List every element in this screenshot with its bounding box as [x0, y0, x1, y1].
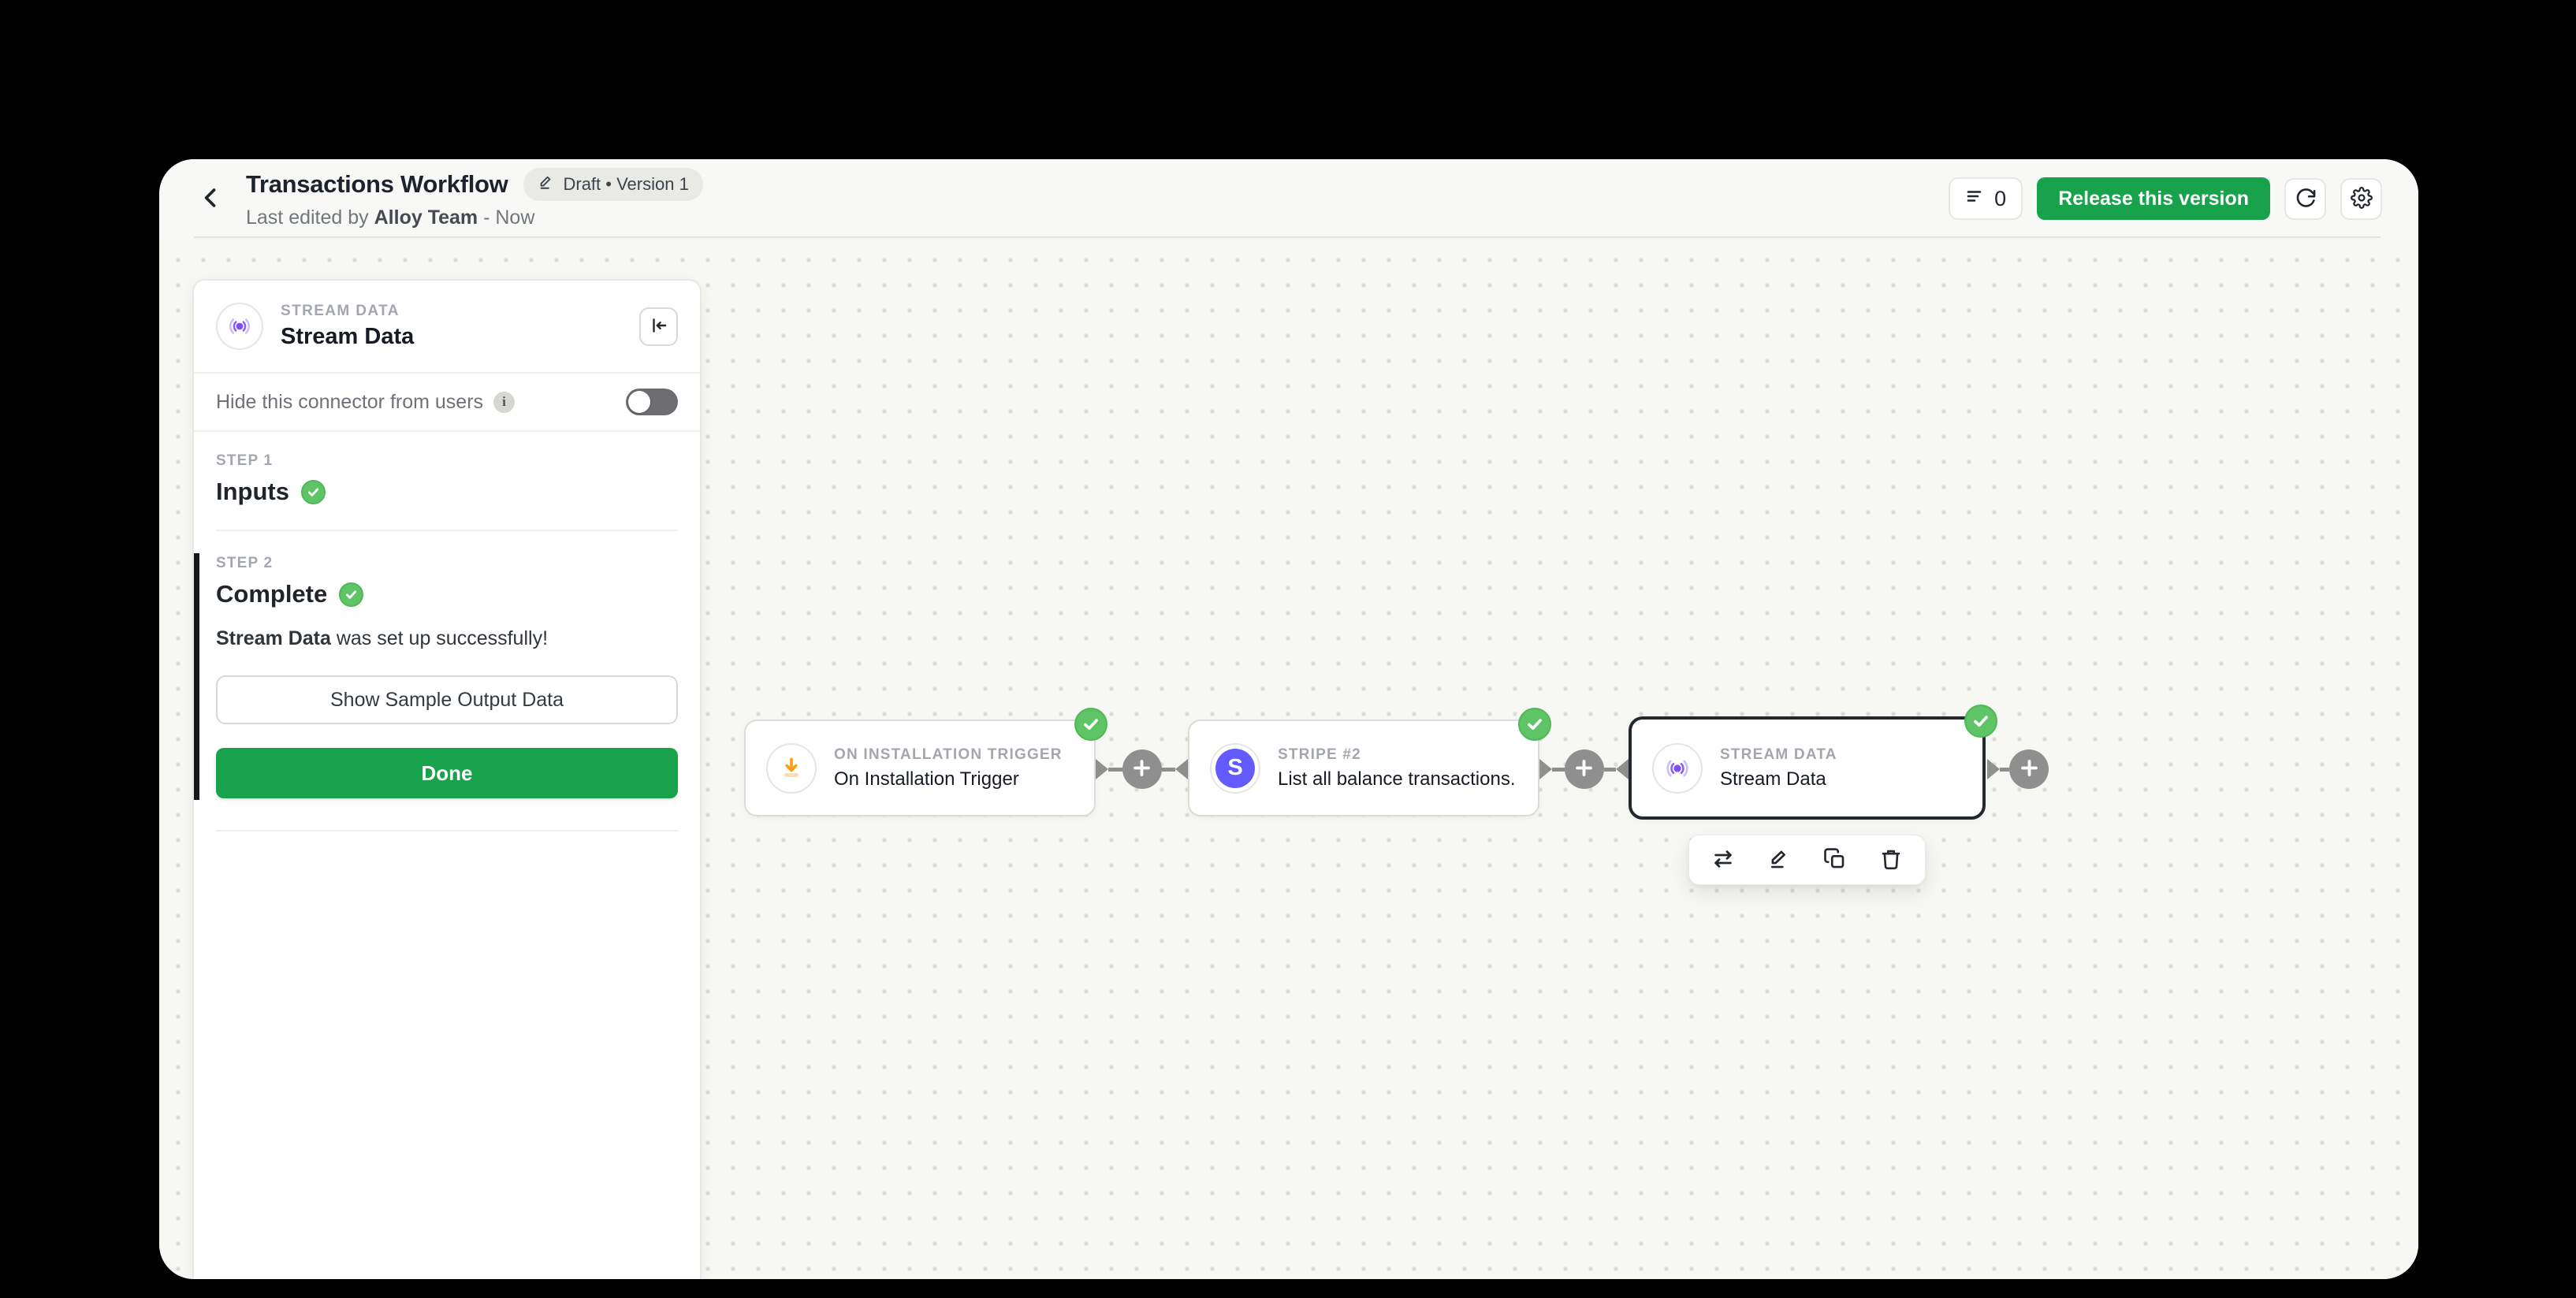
plus-icon [1573, 757, 1595, 781]
node-stripe-2[interactable]: S STRIPE #2 List all balance transaction… [1188, 708, 1551, 816]
node-success-badge [1518, 708, 1551, 741]
edit-node-button[interactable] [1761, 842, 1797, 878]
workflow-title: Transactions Workflow [246, 170, 508, 198]
connector [1539, 749, 1629, 789]
hide-connector-toggle[interactable] [626, 389, 678, 415]
stream-icon [216, 303, 263, 350]
step-name: Inputs [216, 478, 289, 505]
add-step-button[interactable] [2009, 749, 2049, 789]
gear-icon [2350, 186, 2373, 211]
node-name: List all balance transactions. [1278, 768, 1516, 790]
collapse-left-icon [649, 315, 669, 338]
divider [216, 530, 678, 531]
connector [1096, 749, 1188, 789]
stream-icon [1652, 742, 1703, 794]
connector-line [1603, 767, 1616, 772]
swap-arrows-icon [1711, 847, 1735, 873]
connector-cap [1175, 759, 1188, 779]
step-name: Complete [216, 580, 328, 608]
node-success-badge [1964, 705, 1997, 738]
step-complete-badge [301, 479, 326, 504]
connector-line [1161, 767, 1175, 772]
divider [216, 830, 678, 831]
connector-cap [1096, 759, 1108, 779]
stripe-logo-icon: S [1210, 742, 1260, 794]
node-kicker: STRIPE #2 [1278, 746, 1361, 763]
add-step-button[interactable] [1564, 749, 1604, 789]
changes-counter-button[interactable]: 0 [1949, 177, 2023, 220]
last-edited-text: Last edited by Alloy Team - Now [246, 206, 535, 229]
settings-button[interactable] [2340, 177, 2382, 220]
connector-config-panel: STREAM DATA Stream Data Hide this connec… [192, 279, 702, 1279]
node-on-installation-trigger[interactable]: ON INSTALLATION TRIGGER On Installation … [744, 708, 1107, 816]
release-version-button[interactable]: Release this version [2037, 177, 2270, 220]
connector-cap [1539, 759, 1552, 779]
collapse-panel-button[interactable] [639, 307, 678, 346]
step-2-section: STEP 2 Complete Stream Data was set up s… [194, 531, 700, 830]
workflow-title-block: Transactions Workflow Draft • Version 1 … [246, 168, 703, 229]
header-actions: 0 Release this version [1949, 177, 2382, 220]
connector-line [1108, 767, 1122, 772]
step-kicker: STEP 2 [216, 555, 274, 571]
last-edited-author: Alloy Team [374, 206, 478, 229]
version-badge[interactable]: Draft • Version 1 [523, 168, 703, 201]
version-history-button[interactable] [2284, 177, 2326, 220]
stripe-letter: S [1215, 748, 1255, 788]
app-window: Transactions Workflow Draft • Version 1 … [159, 159, 2418, 1279]
toggle-knob [628, 391, 650, 413]
changes-count: 0 [1994, 186, 2007, 210]
panel-title: Stream Data [281, 324, 415, 349]
connector-cap [1987, 759, 2000, 779]
delete-node-button[interactable] [1873, 842, 1909, 878]
info-icon[interactable]: i [493, 391, 516, 413]
pencil-icon [538, 173, 555, 195]
done-button[interactable]: Done [216, 748, 678, 798]
chevron-left-icon [198, 184, 225, 214]
plus-icon [2019, 757, 2040, 781]
panel-kicker: STREAM DATA [281, 303, 400, 319]
connector-line [2000, 767, 2009, 772]
history-icon [2295, 187, 2317, 211]
top-header: Transactions Workflow Draft • Version 1 … [159, 159, 2418, 238]
replace-node-button[interactable] [1705, 842, 1741, 878]
connector-line [1552, 767, 1565, 772]
divider [194, 430, 700, 432]
step-kicker: STEP 1 [216, 452, 274, 469]
trash-icon [1879, 847, 1903, 873]
add-step-button[interactable] [1122, 749, 1162, 789]
step-1-section[interactable]: STEP 1 Inputs [194, 432, 700, 530]
node-kicker: STREAM DATA [1720, 746, 1837, 763]
plus-icon [1131, 757, 1152, 781]
node-kicker: ON INSTALLATION TRIGGER [834, 746, 1063, 763]
node-name: Stream Data [1720, 768, 1826, 790]
node-success-badge [1074, 708, 1107, 741]
copy-icon [1823, 847, 1847, 873]
node-stream-data[interactable]: STREAM DATA Stream Data [1629, 705, 1997, 820]
version-badge-label: Draft • Version 1 [563, 174, 689, 194]
workflow-canvas[interactable]: ON INSTALLATION TRIGGER On Installation … [159, 238, 2418, 1279]
filter-lines-icon [1965, 187, 1984, 211]
hide-connector-label: Hide this connector from users [216, 390, 484, 413]
download-icon [766, 742, 817, 794]
edit-pencil-icon [1767, 847, 1791, 873]
back-button[interactable] [189, 177, 233, 221]
step-complete-badge [339, 582, 364, 607]
node-name: On Installation Trigger [834, 768, 1019, 790]
success-message: Stream Data was set up successfully! [216, 627, 549, 649]
show-sample-output-button[interactable]: Show Sample Output Data [216, 675, 678, 724]
duplicate-node-button[interactable] [1817, 842, 1853, 878]
divider [194, 372, 700, 374]
connector-cap [1616, 759, 1629, 779]
connector-tail [1987, 749, 2049, 789]
node-action-toolbar [1688, 835, 1926, 885]
